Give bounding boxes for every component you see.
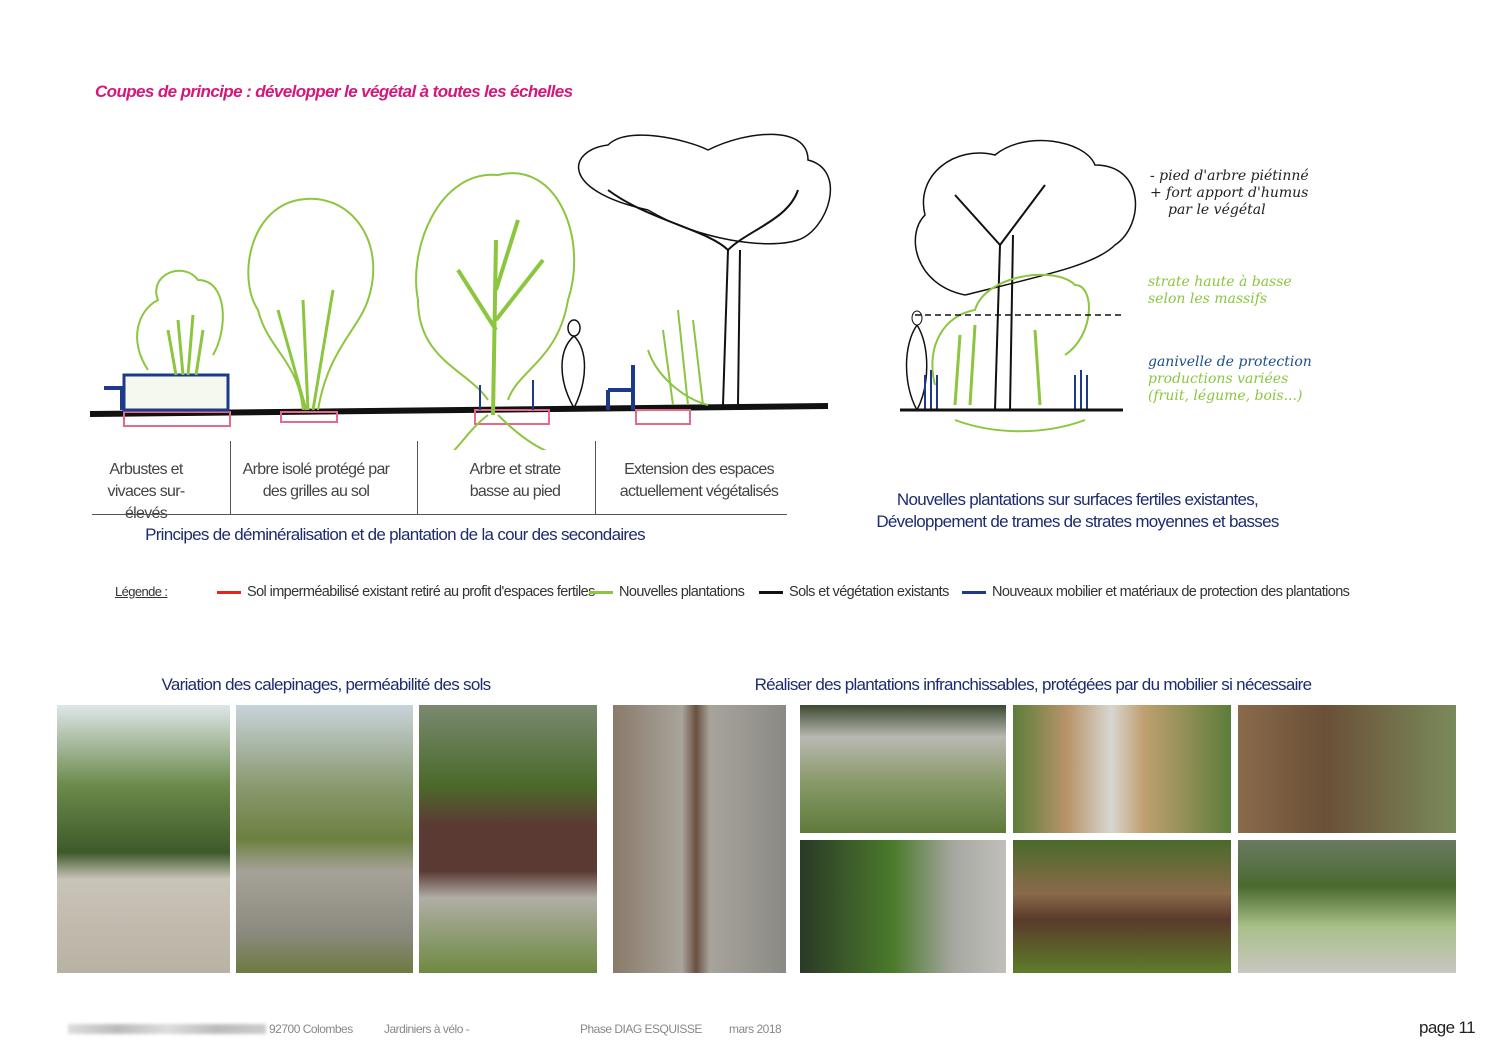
- photo-woven-fence: [1238, 705, 1456, 833]
- page-number: page 11: [1419, 1018, 1476, 1037]
- legend-label: Légende :: [115, 584, 168, 599]
- legend-swatch: [589, 590, 613, 594]
- photo-meadow-fence: [1013, 840, 1231, 973]
- legend-swatch: [217, 590, 241, 594]
- section-title-protected-plantings: Réaliser des plantations infranchissable…: [754, 675, 1313, 694]
- section-sketch-courtyard: [89, 133, 832, 450]
- photo-planted-bed: [1238, 840, 1456, 973]
- legend-swatch: [962, 590, 986, 594]
- photo-tree-bench: [613, 705, 786, 973]
- photo-paving-curves: [57, 705, 230, 973]
- section-sketch-planting: [900, 139, 1137, 433]
- legend-swatch: [759, 590, 783, 594]
- divider: [417, 441, 418, 514]
- photo-courtyard-trees: [419, 705, 597, 973]
- divider: [230, 441, 231, 514]
- legend-item-removed-soil: Sol imperméabilisé existant retiré au pr…: [217, 584, 595, 600]
- legend-item-existing: Sols et végétation existants: [759, 584, 949, 600]
- section-title-paving: Variation des calepinages, perméabilité …: [161, 675, 492, 694]
- photo-grasses-bench: [800, 705, 1006, 833]
- footer-date: mars 2018: [729, 1022, 782, 1036]
- footer-phase: Phase DIAG ESQUISSE: [580, 1022, 702, 1036]
- left-diagram-caption: Principes de déminéralisation et de plan…: [145, 525, 646, 544]
- footer-project: Jardiniers à vélo -: [384, 1022, 470, 1036]
- legend-item-new-plantings: Nouvelles plantations: [589, 584, 745, 600]
- divider: [92, 514, 787, 515]
- legend-item-furniture: Nouveaux mobilier et matériaux de protec…: [962, 584, 1350, 600]
- footer-address: 92700 Colombes: [269, 1022, 353, 1036]
- photo-tree-pavers: [236, 705, 413, 973]
- divider: [595, 441, 596, 514]
- sketch-note-black: - pied d'arbre piétinné+ fort apport d'h…: [1150, 168, 1309, 218]
- photo-fenced-path: [1013, 705, 1231, 833]
- right-diagram-caption: Nouvelles plantations sur surfaces ferti…: [876, 490, 1279, 531]
- photo-planted-steps: [800, 840, 1006, 973]
- page-title: Coupes de principe : développer le végét…: [95, 82, 573, 101]
- redacted-address: [68, 1024, 266, 1034]
